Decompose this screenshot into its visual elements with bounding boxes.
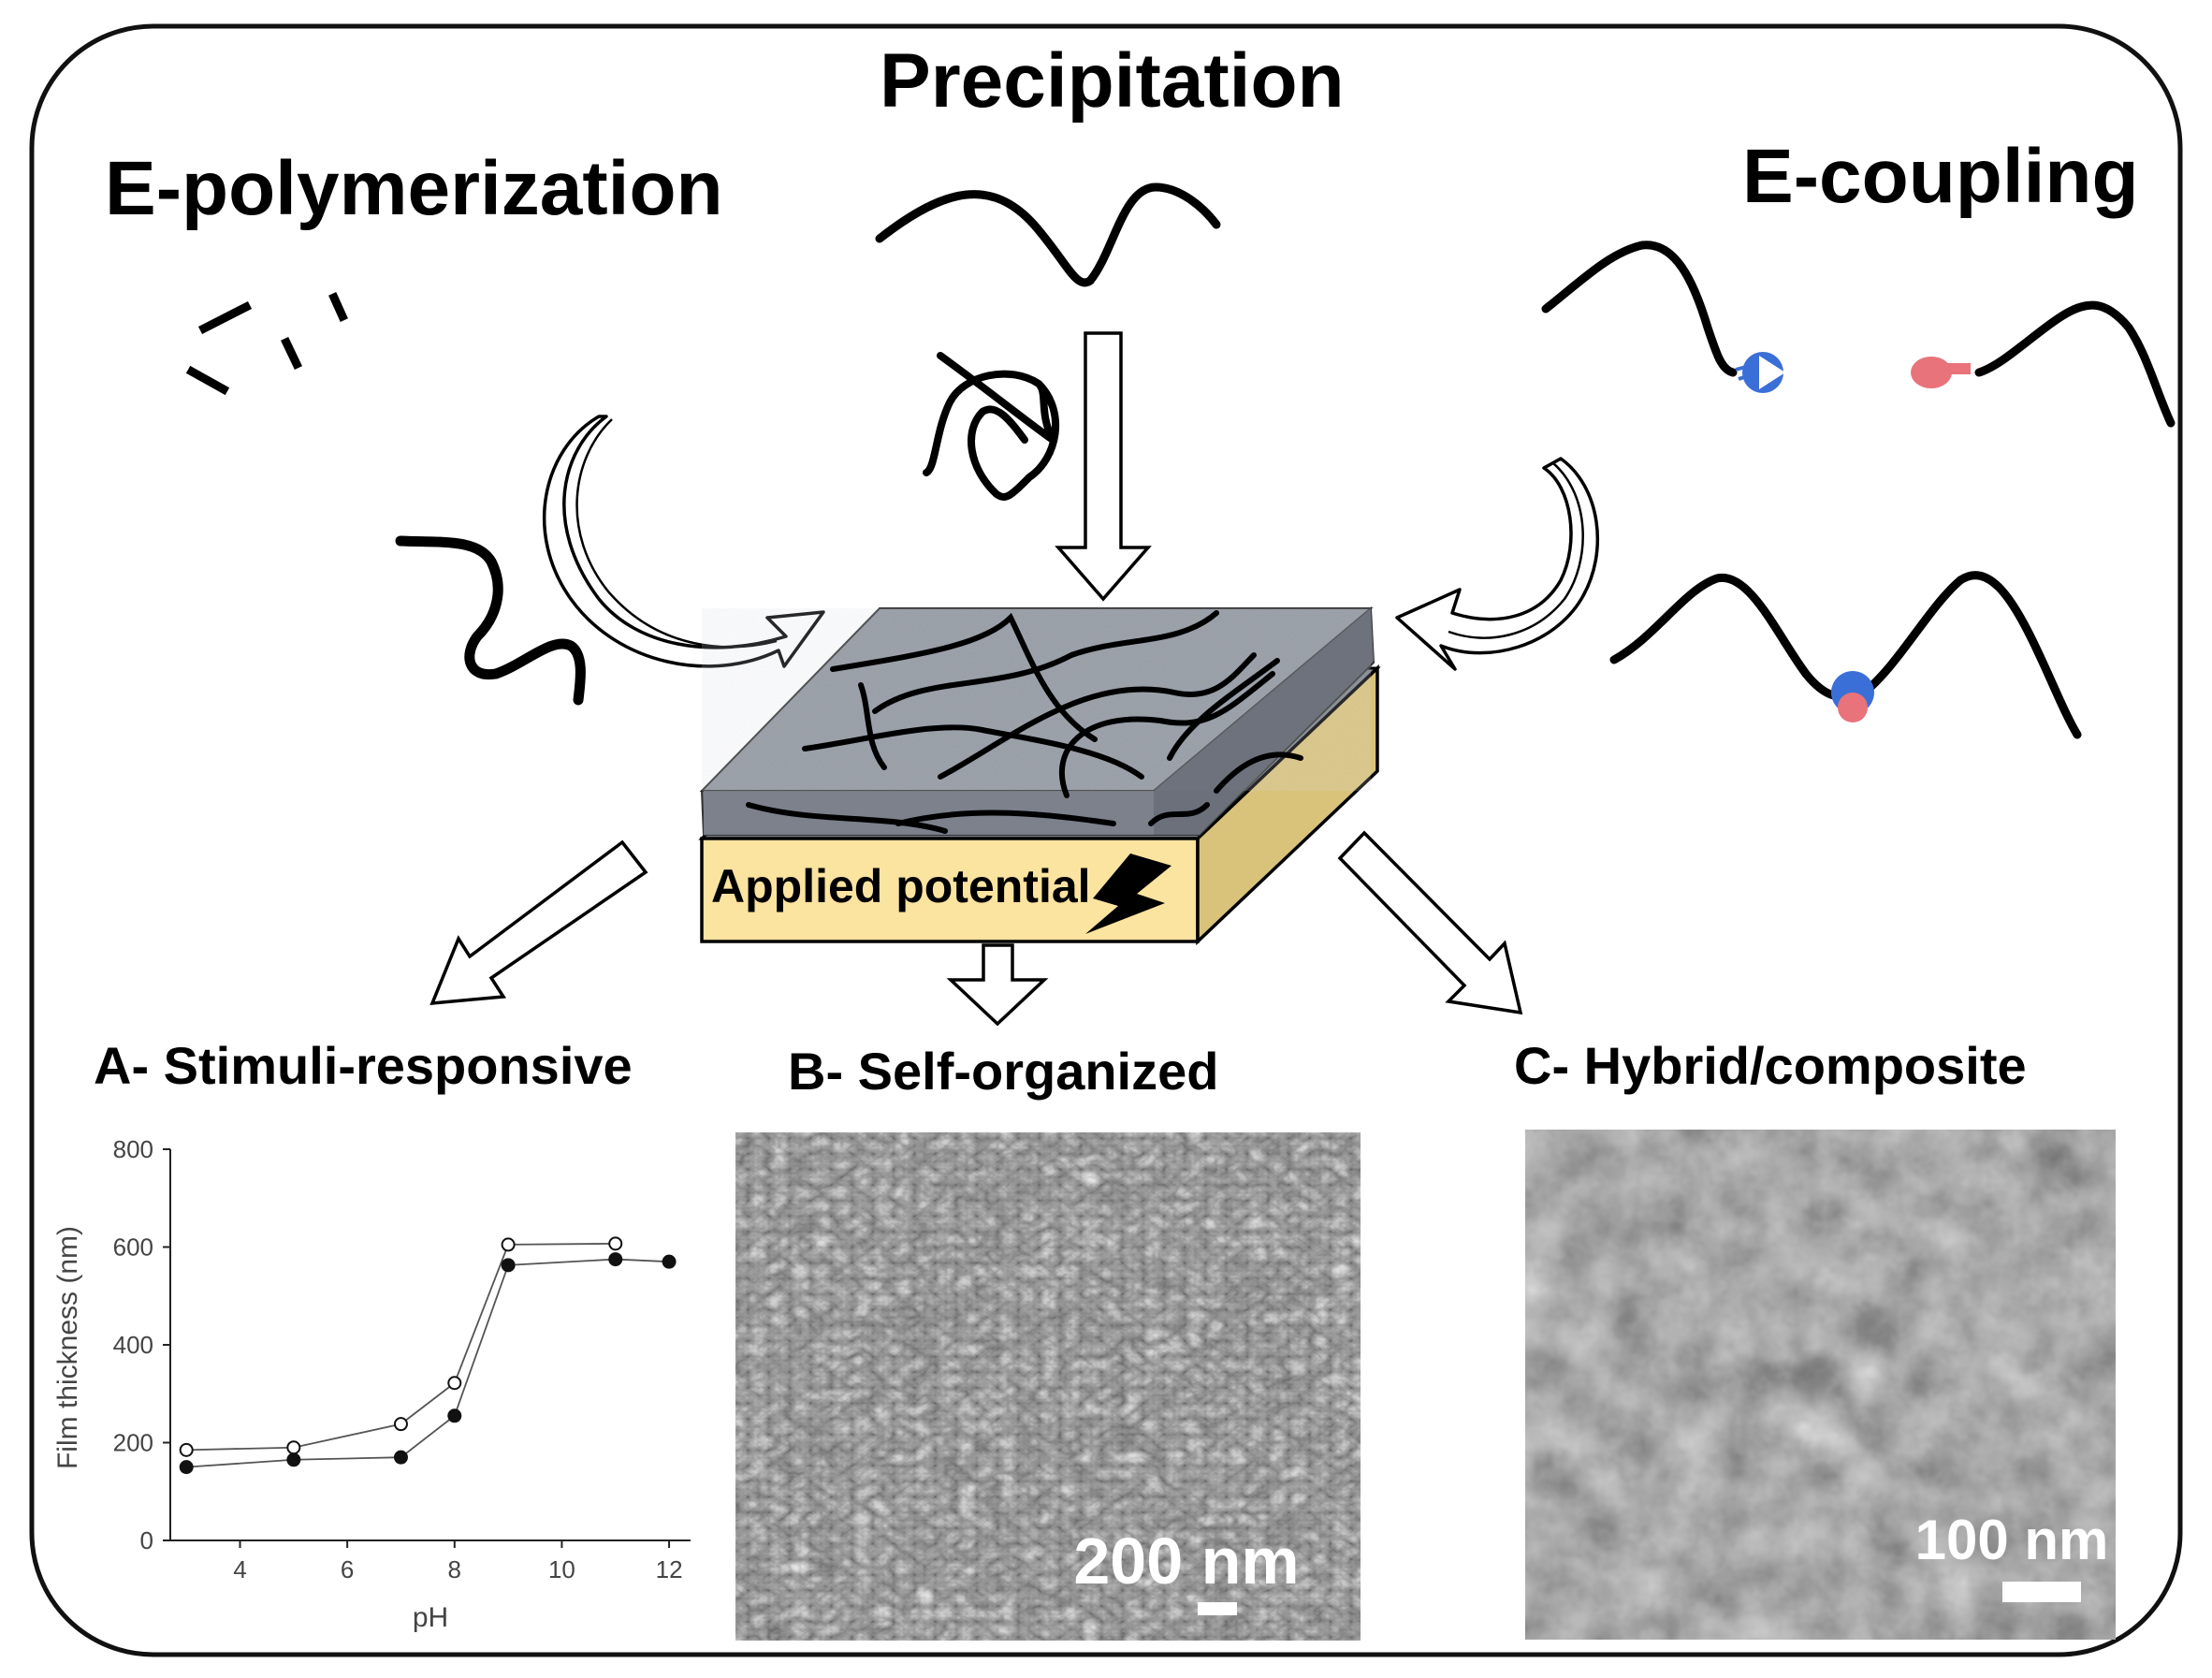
arrow-to-panel-a: [429, 839, 648, 1006]
e-coupling-chain-left: [1541, 241, 1738, 377]
x-tick-label: 12: [656, 1555, 683, 1583]
y-tick-label: 600: [113, 1233, 153, 1262]
scale-bar-b-label: 200 nm: [1073, 1525, 1299, 1598]
e-coupling-arrow-inner-line: [1448, 462, 1584, 639]
y-tick-label: 0: [140, 1526, 153, 1554]
precipitation-down-arrow: [1055, 331, 1152, 602]
panel-c-sem-image: 100 nm: [1525, 1130, 2116, 1640]
panel-c-title: C- Hybrid/composite: [1514, 1036, 2027, 1095]
title-precipitation: Precipitation: [880, 38, 1345, 124]
x-tick-label: 6: [341, 1555, 354, 1583]
data-point: [286, 1440, 301, 1455]
arrow-to-panel-c: [1337, 830, 1523, 1015]
data-point: [662, 1254, 677, 1269]
scale-bar-c-label: 100 nm: [1915, 1509, 2109, 1571]
data-point: [179, 1442, 194, 1457]
lightning-bolt-icon: [1085, 854, 1171, 934]
data-point: [501, 1237, 516, 1252]
panel-a-chart: 4 6 8 10 12 0 200 400 600 800 pH Film thickness (…: [52, 1135, 691, 1633]
blue-reactive-group-icon: [1735, 352, 1785, 393]
e-polymerization-arrow-inner-line: [575, 418, 778, 649]
data-point: [608, 1236, 623, 1251]
x-tick-label: 4: [233, 1555, 246, 1583]
chart-y-label: Film thickness (nm): [52, 1226, 83, 1469]
precipitation-coiled-chain: [923, 352, 1060, 501]
monomer-dashes: [185, 292, 348, 396]
data-point: [286, 1452, 301, 1467]
e-polymerization-chain: [395, 535, 586, 706]
data-point: [393, 1417, 408, 1432]
panel-b-title: B- Self-organized: [788, 1042, 1219, 1101]
y-tick-label: 400: [113, 1331, 153, 1359]
data-point: [608, 1252, 623, 1267]
data-point: [393, 1450, 408, 1465]
x-tick-label: 10: [548, 1555, 575, 1583]
title-e-polymerization: E-polymerization: [105, 146, 723, 231]
precipitation-polymer-chain: [875, 182, 1221, 287]
panel-b-sem-image: 200 nm: [735, 1132, 1361, 1641]
coupled-group-icon: [1831, 671, 1874, 722]
e-polymerization-curved-arrow: [542, 415, 825, 668]
red-reactive-group-icon: [1911, 357, 1971, 388]
data-point: [447, 1408, 462, 1423]
film-polymer-fibers: [746, 610, 1303, 834]
substrate-label: Applied potential: [711, 860, 1091, 912]
scale-bar-b: [1198, 1602, 1237, 1615]
series-line-1: [186, 1242, 616, 1452]
x-tick-label: 8: [448, 1555, 461, 1583]
data-point: [179, 1460, 194, 1475]
title-e-coupling: E-coupling: [1742, 134, 2139, 219]
y-tick-label: 800: [113, 1135, 153, 1163]
arrow-to-panel-b: [946, 943, 1049, 1027]
e-coupling-chain-right: [1974, 300, 2176, 428]
scale-bar-c: [2002, 1582, 2081, 1602]
chart-x-label: pH: [413, 1602, 448, 1633]
y-tick-label: 200: [113, 1429, 153, 1457]
data-point: [447, 1376, 462, 1391]
panel-a-title: A- Stimuli-responsive: [94, 1036, 633, 1095]
data-point: [501, 1258, 516, 1273]
polymer-film: [699, 606, 1375, 836]
